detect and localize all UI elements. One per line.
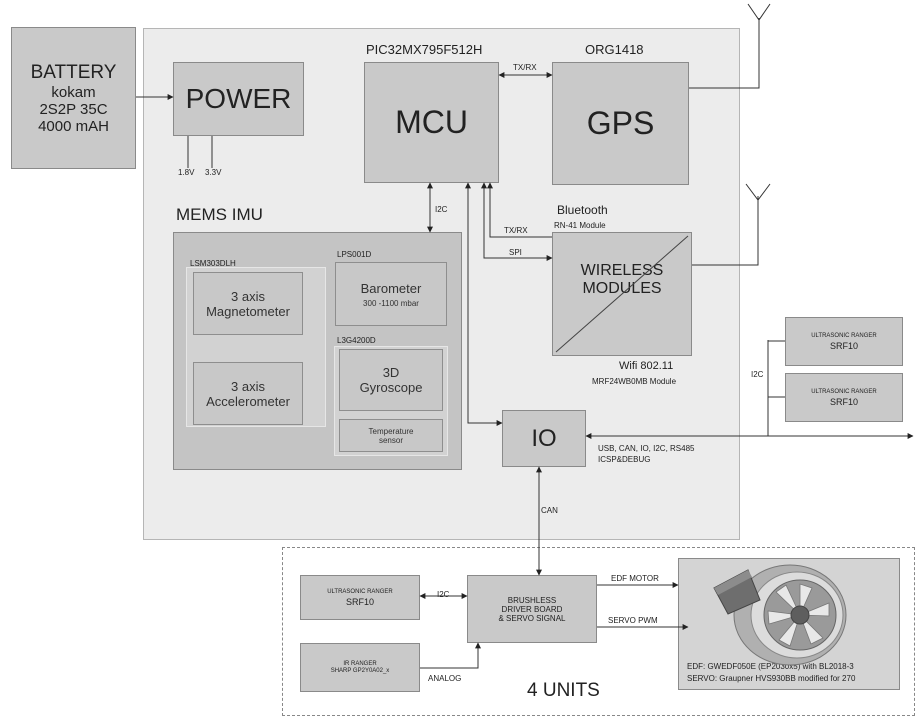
servo-description: SERVO: Graupner HVS930BB modified for 27…	[687, 674, 856, 683]
gps-block: GPS	[552, 62, 689, 185]
gyroscope-line2: Gyroscope	[359, 380, 423, 395]
accelerometer-line2: Accelerometer	[206, 393, 290, 409]
wireless-modules-title: WIRELESS MODULES	[552, 262, 692, 298]
gps-antenna-line	[689, 18, 760, 89]
imu-title: MEMS IMU	[176, 205, 263, 224]
unit-ir-title: IR RANGER	[343, 661, 377, 667]
edf-motor-label: EDF MOTOR	[611, 574, 659, 583]
wireless-antenna-line	[692, 196, 759, 266]
unit-ir-model: SHARP GP2Y0A02_x	[330, 668, 390, 674]
mcu-wireless-txrx-line	[487, 182, 552, 238]
wireless-title-line1: WIRELESS	[580, 262, 664, 279]
unit-analog-label: ANALOG	[428, 674, 462, 683]
temperature-sensor-block: Temperature sensor	[339, 419, 443, 452]
ultrasonic-ranger-1-model: SRF10	[829, 340, 858, 351]
wireless-antenna-head	[745, 183, 771, 201]
gps-title: GPS	[586, 105, 655, 141]
io-can-label: CAN	[541, 506, 558, 515]
accelerometer-line1: 3 axis	[231, 378, 265, 394]
lps001d-part-label: LPS001D	[337, 250, 372, 259]
battery-line2: 2S2P 35C	[39, 100, 108, 118]
wifi-label: Wifi 802.11	[619, 360, 674, 372]
mcu-part-label: PIC32MX795F512H	[366, 42, 483, 57]
magnetometer-line2: Magnetometer	[206, 303, 290, 319]
battery-line3: 4000 mAH	[38, 117, 109, 135]
edf-motor-illustration	[713, 564, 847, 666]
unit-ultrasonic-model: SRF10	[345, 596, 374, 607]
unit-ultrasonic-title: ULTRASONIC RANGER	[327, 588, 393, 595]
io-debug-label: ICSP&DEBUG	[598, 455, 651, 464]
unit-ir-ranger: IR RANGER SHARP GP2Y0A02_x	[300, 643, 420, 692]
servo-pwm-label: SERVO PWM	[608, 616, 658, 625]
l3g4200d-part-label: L3G4200D	[337, 336, 376, 345]
power-block: POWER	[173, 62, 304, 136]
mcu-title: MCU	[395, 104, 468, 140]
wireless-title-line2: MODULES	[582, 280, 662, 297]
battery-title: BATTERY	[30, 61, 117, 83]
io-i2c-label: I2C	[751, 370, 764, 379]
temperature-line2: sensor	[378, 435, 403, 445]
driver-line1: BRUSHLESS	[507, 595, 557, 605]
edf-description: EDF: GWEDF050E (EP2030x5) with BL2018-3	[687, 662, 854, 671]
bluetooth-module-label: RN-41 Module	[554, 221, 606, 230]
bluetooth-label: Bluetooth	[557, 203, 608, 217]
barometer-title: Barometer	[360, 280, 422, 296]
ultrasonic-ranger-2-title: ULTRASONIC RANGER	[811, 388, 877, 395]
barometer-range: 300 -1100 mbar	[363, 298, 419, 308]
gyroscope-block: 3D Gyroscope	[339, 349, 443, 411]
wireless-diagonal	[555, 235, 689, 353]
wifi-module-label: MRF24WB0MB Module	[592, 377, 677, 386]
power-voltage-1v8: 1.8V	[178, 168, 195, 177]
barometer-block: Barometer 300 -1100 mbar	[335, 262, 447, 326]
power-voltage-3v3: 3.3V	[205, 168, 222, 177]
ultrasonic-ranger-1: ULTRASONIC RANGER SRF10	[785, 317, 903, 366]
gps-part-label: ORG1418	[585, 42, 644, 57]
mcu-wireless-spi-line	[481, 182, 553, 261]
gps-antenna-head	[747, 3, 771, 21]
imu-bus-label: I2C	[435, 205, 448, 214]
io-block: IO	[502, 410, 586, 467]
unit-ir-analog-line	[420, 642, 481, 669]
brushless-driver-block: BRUSHLESS DRIVER BOARD & SERVO SIGNAL	[467, 575, 597, 643]
io-interfaces-label: USB, CAN, IO, I2C, RS485	[598, 444, 695, 453]
unit-ultrasonic-ranger: ULTRASONIC RANGER SRF10	[300, 575, 420, 620]
gps-link-label: TX/RX	[513, 63, 537, 72]
magnetometer-block: 3 axis Magnetometer	[193, 272, 303, 335]
accelerometer-block: 3 axis Accelerometer	[193, 362, 303, 425]
magnetometer-line1: 3 axis	[231, 288, 265, 304]
lsm303-part-label: LSM303DLH	[190, 259, 236, 268]
io-title: IO	[531, 424, 557, 452]
ultrasonic-ranger-2-model: SRF10	[829, 396, 858, 407]
ultrasonic-ranger-1-title: ULTRASONIC RANGER	[811, 332, 877, 339]
battery-block: BATTERY kokam 2S2P 35C 4000 mAH	[11, 27, 136, 169]
gyroscope-line1: 3D	[382, 365, 400, 380]
ultrasonic-ranger-2: ULTRASONIC RANGER SRF10	[785, 373, 903, 422]
mcu-io-line	[465, 182, 503, 426]
battery-line1: kokam	[51, 83, 96, 101]
driver-line3: & SERVO SIGNAL	[498, 613, 566, 623]
power-title: POWER	[185, 83, 292, 114]
driver-line2: DRIVER BOARD	[501, 604, 563, 614]
four-units-label: 4 UNITS	[527, 680, 600, 701]
temperature-line1: Temperature	[368, 426, 414, 436]
